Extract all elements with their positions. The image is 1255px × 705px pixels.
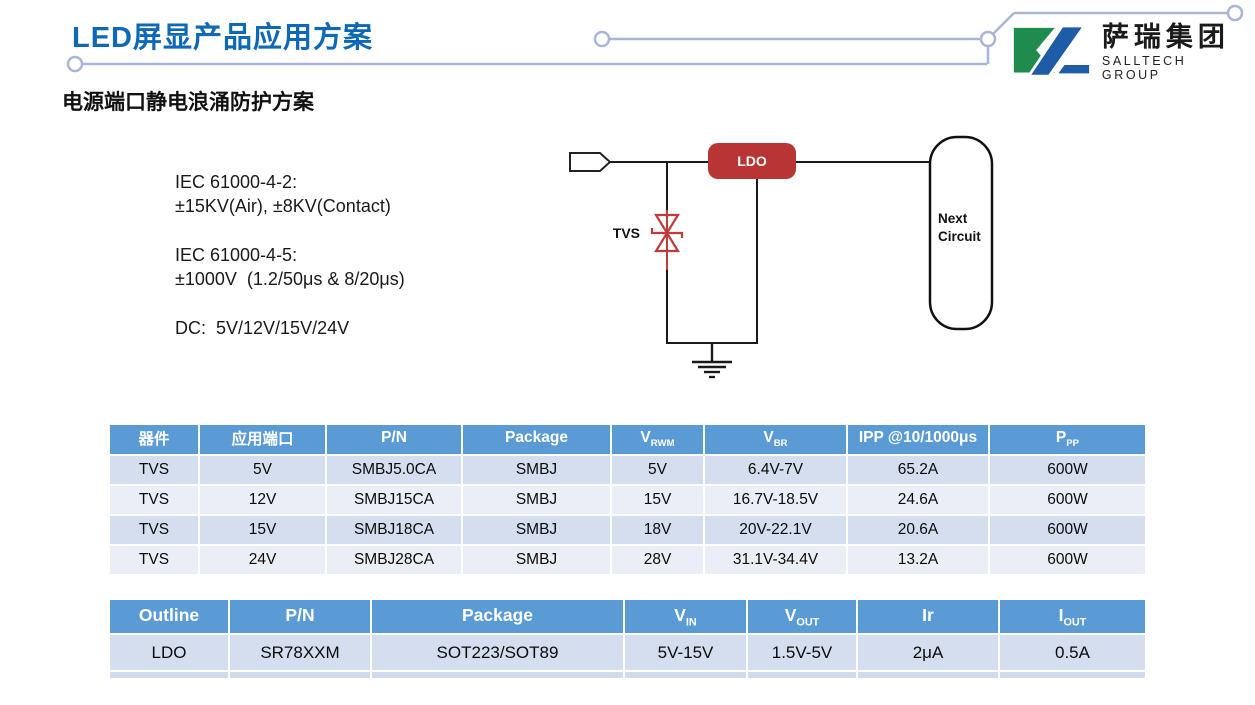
table-row-partial [110, 672, 1145, 678]
ldo-block [708, 143, 796, 179]
table-cell: 600W [990, 486, 1145, 514]
table-cell: SMBJ [463, 516, 610, 544]
table-cell [372, 672, 623, 678]
table-cell: SR78XXM [230, 635, 370, 670]
table-row: TVS 24V SMBJ28CA SMBJ 28V 31.1V-34.4V 13… [110, 546, 1145, 574]
table-cell: SOT223/SOT89 [372, 635, 623, 670]
column-header-iout: IOUT [1000, 600, 1145, 633]
table-cell: 28V [612, 546, 703, 574]
next-circuit-block [928, 135, 994, 331]
table-cell: TVS [110, 486, 198, 514]
table-cell: 2μA [858, 635, 998, 670]
table-cell: 6.4V-7V [705, 456, 846, 484]
column-header-vout: VOUT [748, 600, 856, 633]
table-cell: 0.5A [1000, 635, 1145, 670]
spec-line-iec5: IEC 61000-4-5: [175, 245, 298, 265]
column-header-ppp: PPP [990, 425, 1145, 454]
table-cell: 65.2A [848, 456, 988, 484]
table-cell: 24V [200, 546, 325, 574]
column-header-port: 应用端口 [200, 425, 325, 454]
table-cell [1000, 672, 1145, 678]
table-cell [625, 672, 746, 678]
table-cell: 20V-22.1V [705, 516, 846, 544]
input-connector [569, 152, 612, 172]
table-cell: 600W [990, 546, 1145, 574]
ground-symbol [692, 343, 732, 379]
iec-spec-text: IEC 61000-4-2: ±15KV(Air), ±8KV(Contact)… [175, 170, 405, 340]
table-cell: 15V [200, 516, 325, 544]
salltech-logo-icon [1013, 24, 1091, 78]
tvs-label: TVS [613, 225, 640, 241]
column-header-vbr: VBR [705, 425, 846, 454]
table-row: TVS 5V SMBJ5.0CA SMBJ 5V 6.4V-7V 65.2A 6… [110, 456, 1145, 484]
table-cell [748, 672, 856, 678]
column-header-ir: Ir [858, 600, 998, 633]
logo-text: 萨瑞集团 SALLTECH GROUP [1102, 22, 1244, 82]
table-cell: 5V [200, 456, 325, 484]
table-cell: TVS [110, 456, 198, 484]
column-header-pn: P/N [230, 600, 370, 633]
table-cell: 12V [200, 486, 325, 514]
column-header-vrwm: VRWM [612, 425, 703, 454]
table-cell: TVS [110, 546, 198, 574]
table-cell: 18V [612, 516, 703, 544]
table-cell: SMBJ [463, 546, 610, 574]
table-cell: SMBJ28CA [327, 546, 461, 574]
table-cell: 13.2A [848, 546, 988, 574]
table-cell: 31.1V-34.4V [705, 546, 846, 574]
spec-line-iec5-values: ±1000V (1.2/50μs & 8/20μs) [175, 269, 405, 289]
column-header-pn: P/N [327, 425, 461, 454]
tvs-table: 器件 应用端口 P/N Package VRWM VBR IPP @10/100… [108, 423, 1147, 576]
company-logo: 萨瑞集团 SALLTECH GROUP [1012, 20, 1244, 84]
table-cell: SMBJ [463, 486, 610, 514]
ldo-table: Outline P/N Package VIN VOUT Ir IOUT LDO… [108, 598, 1147, 680]
spec-line-dc: DC: 5V/12V/15V/24V [175, 318, 350, 338]
column-header-package: Package [372, 600, 623, 633]
table-row: TVS 15V SMBJ18CA SMBJ 18V 20V-22.1V 20.6… [110, 516, 1145, 544]
logo-name-cn: 萨瑞集团 [1101, 22, 1230, 52]
tvs-diode-symbol [650, 213, 684, 253]
column-header-package: Package [463, 425, 610, 454]
table-cell: 600W [990, 456, 1145, 484]
table-row: LDO SR78XXM SOT223/SOT89 5V-15V 1.5V-5V … [110, 635, 1145, 670]
table-cell: 15V [612, 486, 703, 514]
column-header-ipp: IPP @10/1000μs [848, 425, 988, 454]
next-circuit-label-line2: Circuit [938, 229, 981, 244]
spec-line-iec2: IEC 61000-4-2: [175, 172, 298, 192]
table-cell: 600W [990, 516, 1145, 544]
next-circuit-label-line1: Next [938, 211, 968, 226]
logo-name-en: SALLTECH GROUP [1101, 54, 1187, 82]
ldo-label: LDO [737, 153, 767, 169]
protection-circuit-diagram: TVS LDO Next Circuit [569, 135, 994, 379]
table-cell [230, 672, 370, 678]
table-cell: TVS [110, 516, 198, 544]
table-cell [110, 672, 228, 678]
spec-line-iec2-values: ±15KV(Air), ±8KV(Contact) [175, 196, 391, 216]
ldo-table-header-row: Outline P/N Package VIN VOUT Ir IOUT [110, 600, 1145, 633]
tvs-table-header-row: 器件 应用端口 P/N Package VRWM VBR IPP @10/100… [110, 425, 1145, 454]
page-title: LED屏显产品应用方案 [72, 22, 374, 54]
table-cell: 1.5V-5V [748, 635, 856, 670]
column-header-vin: VIN [625, 600, 746, 633]
section-subtitle: 电源端口静电浪涌防护方案 [62, 91, 314, 114]
table-cell: SMBJ5.0CA [327, 456, 461, 484]
table-cell: 5V [612, 456, 703, 484]
decorative-connector-lines [66, 4, 1244, 73]
table-cell [858, 672, 998, 678]
table-cell: 5V-15V [625, 635, 746, 670]
table-cell: SMBJ [463, 456, 610, 484]
table-cell: 20.6A [848, 516, 988, 544]
table-cell: SMBJ18CA [327, 516, 461, 544]
column-header-device: 器件 [110, 425, 198, 454]
column-header-outline: Outline [110, 600, 228, 633]
table-cell: LDO [110, 635, 228, 670]
table-row: TVS 12V SMBJ15CA SMBJ 15V 16.7V-18.5V 24… [110, 486, 1145, 514]
table-cell: SMBJ15CA [327, 486, 461, 514]
table-cell: 16.7V-18.5V [705, 486, 846, 514]
table-cell: 24.6A [848, 486, 988, 514]
